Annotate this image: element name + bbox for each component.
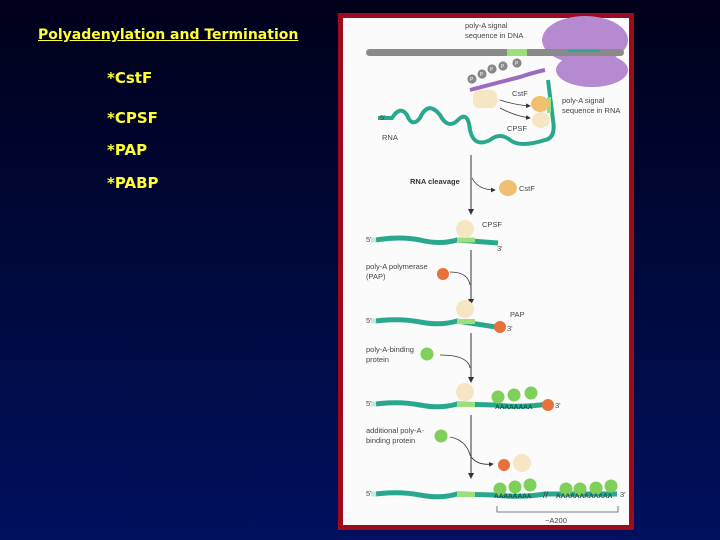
- cpsf-bound: [456, 300, 474, 318]
- cpsf-released: [513, 454, 531, 472]
- ctd-tail: [469, 68, 546, 92]
- length-bracket: [496, 506, 619, 513]
- rna-signal-label-1: poly-A signal: [562, 96, 605, 105]
- dna-signal-label-2: sequence in DNA: [465, 31, 523, 40]
- phosphate-label: P: [480, 72, 484, 78]
- cpsf-bound-label: CPSF: [482, 220, 502, 229]
- five-prime-label: 5': [366, 399, 372, 408]
- phosphate-label: P: [490, 67, 494, 73]
- phosphate-groups: [466, 57, 523, 85]
- add-pabp-label-1: additional poly-A-: [366, 426, 424, 435]
- pabp-ball: [420, 347, 434, 361]
- pap-released: [498, 459, 510, 471]
- slide-title: Polyadenylation and Termination: [38, 27, 299, 43]
- list-item-pap: *PAP: [107, 141, 148, 159]
- pap-label-1: poly-A polymerase: [366, 262, 428, 271]
- pabp-ball: [434, 429, 448, 443]
- cstf-cpsf-complex: [473, 90, 497, 108]
- pap-bound: [542, 399, 554, 411]
- dna-strand: [366, 49, 624, 56]
- length-label: ~A200: [545, 516, 567, 525]
- rna-with-polya: [375, 400, 549, 410]
- cpsf-bound: [456, 383, 474, 401]
- cstf-label: CstF: [512, 89, 528, 98]
- phosphate-label: P: [501, 64, 505, 70]
- dna-polya-signal: [507, 49, 527, 56]
- pap-bound: [494, 321, 506, 333]
- list-item-cstf: *CstF: [107, 69, 153, 87]
- cstf-blob: [531, 96, 549, 112]
- rna-with-pap: [375, 317, 497, 330]
- cleaved-rna: [375, 235, 499, 246]
- pap-enzyme: [437, 268, 449, 280]
- list-item-pabp: *PABP: [107, 174, 159, 192]
- three-prime-label: 3': [497, 244, 503, 253]
- list-item-cpsf: *CPSF: [107, 109, 158, 127]
- pap-label-2: (PAP): [366, 272, 386, 281]
- five-prime-label: 5': [366, 235, 372, 244]
- polya-tail: AAAAAAAA: [494, 493, 532, 500]
- rna-signal-label-2: sequence in RNA: [562, 106, 620, 115]
- rna-cleavage-label: RNA cleavage: [410, 177, 460, 186]
- rna-label: RNA: [382, 133, 398, 142]
- pabp-group: [491, 386, 538, 404]
- three-prime-label: 3': [555, 401, 561, 410]
- cstf-released-label: CstF: [519, 184, 535, 193]
- pabp-group: [493, 478, 618, 496]
- phosphate-label: P: [515, 61, 519, 67]
- break-mark: //: [543, 490, 549, 500]
- pabp-label-1: poly-A-binding: [366, 345, 414, 354]
- cpsf-label: CPSF: [507, 124, 527, 133]
- mature-mrna: [375, 490, 617, 500]
- three-prime-label: 3': [620, 490, 626, 499]
- five-prime-label: 5': [366, 489, 372, 498]
- polya-tail: AAAAAAAA: [495, 404, 533, 411]
- five-prime-label: 5': [380, 113, 386, 122]
- cstf-released: [499, 180, 517, 196]
- nascent-rna: [378, 79, 556, 146]
- five-prime-label: 5': [366, 316, 372, 325]
- add-pabp-label-2: binding protein: [366, 436, 415, 445]
- cpsf-bound: [456, 220, 474, 238]
- pabp-label-2: protein: [366, 355, 389, 364]
- pap-bound-label: PAP: [510, 310, 524, 319]
- cpsf-blob: [532, 112, 550, 128]
- phosphate-label: P: [470, 77, 474, 83]
- dna-signal-label-1: poly-A signal: [465, 21, 508, 30]
- polya-tail-long: AAAAAAAAAAAA: [556, 493, 613, 500]
- three-prime-label: 3': [507, 324, 513, 333]
